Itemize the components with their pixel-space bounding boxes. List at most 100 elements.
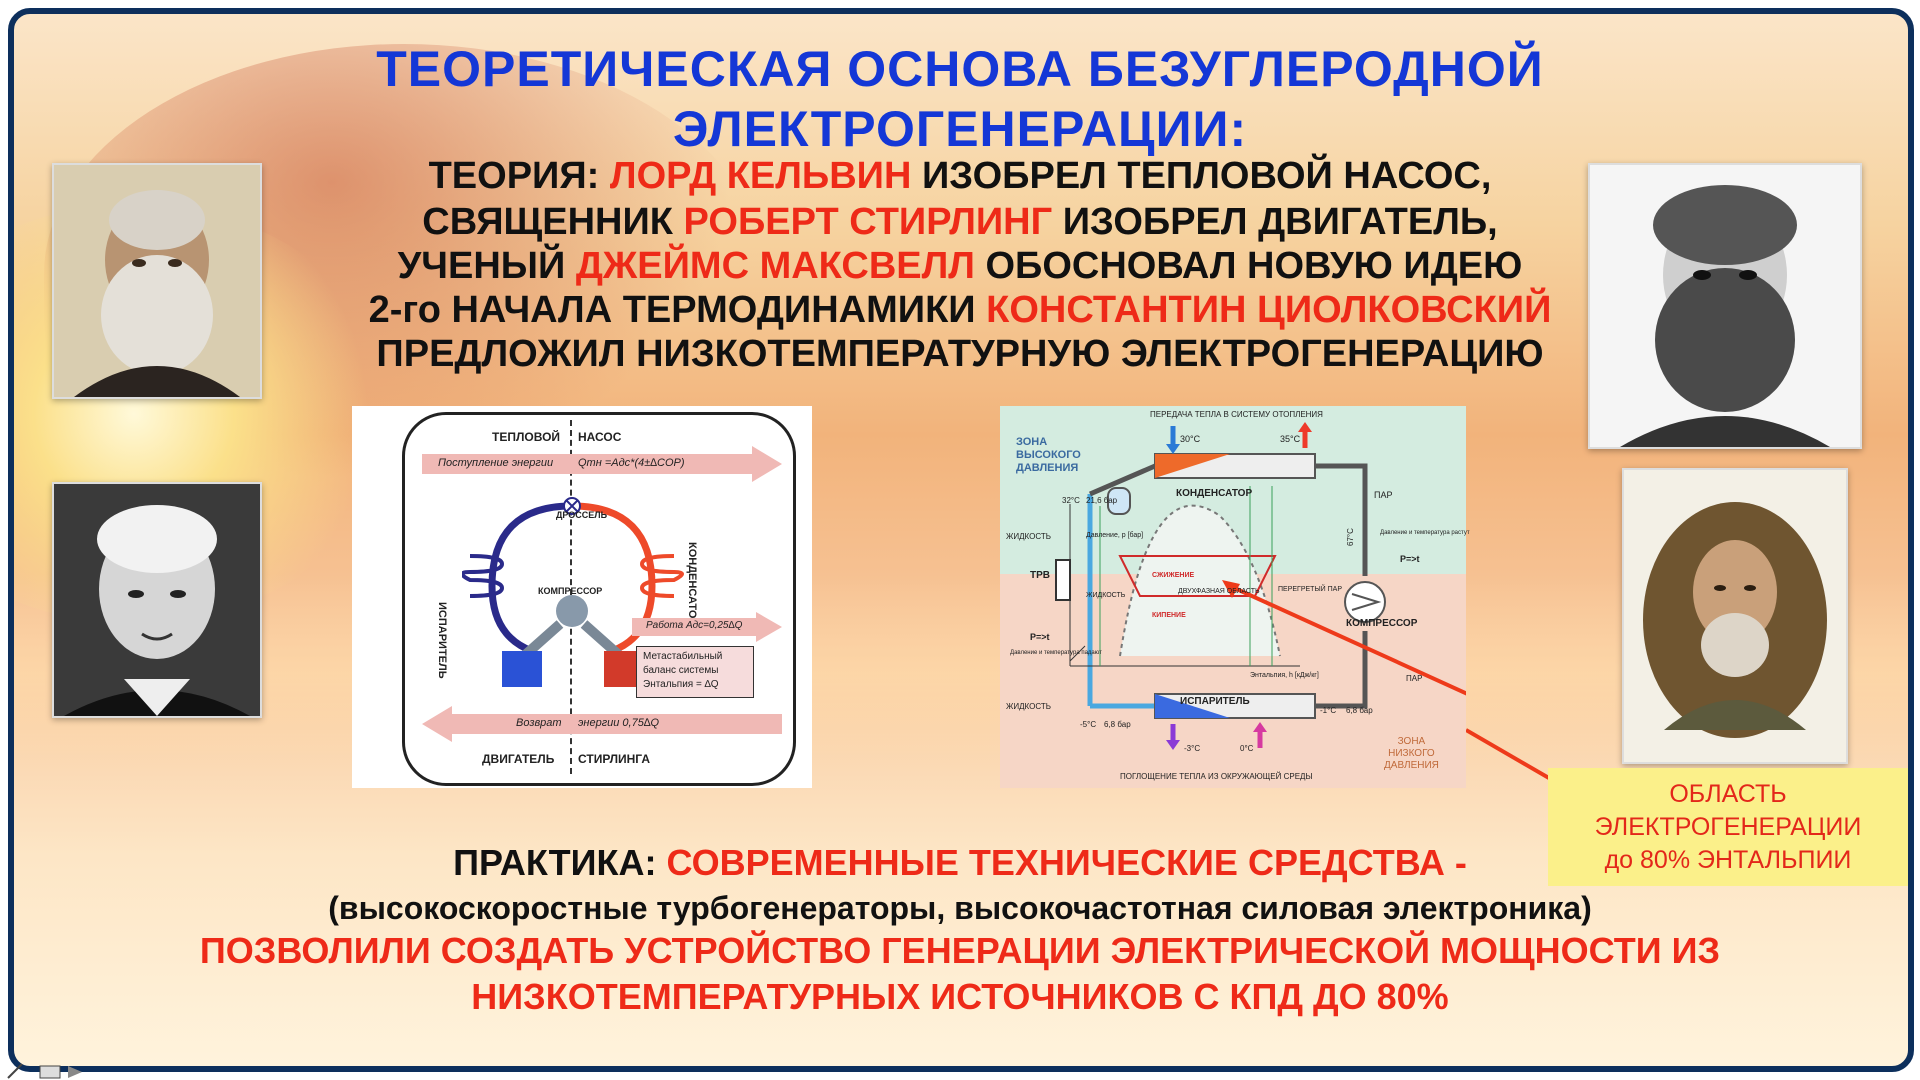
- practice-label: ПРАКТИКА:: [453, 842, 667, 883]
- portrait-stirling-image: [54, 484, 260, 716]
- portrait-tsiolkovsky: [1622, 468, 1848, 764]
- zone-low-line-1: ЗОНА: [1397, 736, 1426, 747]
- slideshow-controls[interactable]: [0, 1062, 110, 1080]
- temp-minus-3: -3°C: [1184, 744, 1201, 753]
- practice-line-1: ПРАКТИКА: СОВРЕМЕННЫЕ ТЕХНИЧЕСКИЕ СРЕДСТ…: [120, 842, 1800, 884]
- diagram-left-border: [402, 412, 796, 786]
- diagram-left-top-label-a: ТЕПЛОВОЙ: [492, 430, 561, 444]
- metastable-line-1: Метастабильный: [643, 651, 723, 662]
- steam-label-bottom: ПАР: [1406, 674, 1423, 683]
- next-icon[interactable]: [68, 1066, 82, 1078]
- portrait-kelvin: [52, 163, 262, 399]
- pen-icon[interactable]: [7, 1063, 23, 1079]
- theory-line-2: СВЯЩЕННИК РОБЕРТ СТИРЛИНГ ИЗОБРЕЛ ДВИГАТ…: [200, 201, 1720, 244]
- theory-name-kelvin: ЛОРД КЕЛЬВИН: [609, 155, 912, 197]
- pressure-temp-up: P=>t: [1400, 554, 1420, 564]
- energy-return-arrow: [422, 706, 782, 742]
- practice-line-4: НИЗКОТЕМПЕРАТУРНЫХ ИСТОЧНИКОВ С КПД ДО 8…: [471, 976, 1449, 1017]
- theory-line-4-a: 2-го НАЧАЛА ТЕРМОДИНАМИКИ: [368, 289, 987, 331]
- evaporator-label-right: ИСПАРИТЕЛЬ: [1180, 696, 1250, 707]
- pressure-axis-label: Давление, p [бар]: [1086, 532, 1144, 539]
- callout-line-2: ЭЛЕКТРОГЕНЕРАЦИИ: [1594, 813, 1862, 841]
- callout-arrow-line: [1466, 728, 1563, 787]
- zone-high-label: ЗОНА ВЫСОКОГО ДАВЛЕНИЯ: [1016, 436, 1081, 475]
- diagram-left-bottom-label-b: СТИРЛИНГА: [578, 752, 650, 766]
- theory-name-tsiolkovsky: КОНСТАНТИН ЦИОЛКОВСКИЙ: [986, 289, 1552, 331]
- temp-minus-1: -1°C: [1320, 706, 1337, 715]
- theory-name-stirling: РОБЕРТ СТИРЛИНГ: [683, 201, 1053, 243]
- pressure-6-8-left: 6,8 бар: [1104, 720, 1131, 729]
- liquid-region-label: ЖИДКОСТЬ: [1086, 592, 1126, 599]
- generation-area-callout: ОБЛАСТЬ ЭЛЕКТРОГЕНЕРАЦИИ до 80% ЭНТАЛЬПИ…: [1548, 768, 1908, 886]
- overheated-steam-label: ПЕРЕГРЕТЫЙ ПАР: [1278, 586, 1342, 593]
- theory-line-2-c: ИЗОБРЕЛ ДВИГАТЕЛЬ,: [1052, 201, 1498, 243]
- temp-minus-5: -5°C: [1080, 720, 1097, 729]
- background-sea: [14, 574, 1908, 774]
- work-label: Работа Адс=0,25∆Q: [646, 620, 743, 631]
- portrait-stirling: [52, 482, 262, 718]
- zone-low-line-3: ДАВЛЕНИЯ: [1384, 760, 1439, 771]
- two-phase-label: ДВУХФАЗНАЯ ОБЛАСТЬ: [1178, 588, 1260, 595]
- slide-title-line-1: ТЕОРЕТИЧЕСКАЯ ОСНОВА БЕЗУГЛЕРОДНОЙ: [376, 41, 1544, 97]
- liquid-label-top: ЖИДКОСТЬ: [1006, 532, 1051, 541]
- energy-formula: Qтн =Адс*(4±∆COP): [578, 457, 685, 469]
- callout-line-3: до 80% ЭНТАЛЬПИИ: [1604, 846, 1852, 874]
- zone-low-line-2: НИЗКОГО: [1388, 748, 1435, 759]
- slide-title-line-2: ЭЛЕКТРОГЕНЕРАЦИИ:: [672, 101, 1248, 157]
- diagram-heat-pump-stirling: ТЕПЛОВОЙ НАСОС Поступление энергии Qтн =…: [352, 406, 812, 788]
- temp-30: 30°C: [1180, 434, 1201, 444]
- zone-high-line-1: ЗОНА: [1016, 436, 1048, 448]
- refrigeration-schematic: [1055, 422, 1466, 750]
- throttle-label: ДРОССЕЛЬ: [556, 510, 608, 520]
- steam-label-top: ПАР: [1374, 490, 1393, 500]
- practice-headline: СОВРЕМЕННЫЕ ТЕХНИЧЕСКИЕ СРЕДСТВА -: [666, 842, 1467, 883]
- theory-line-3: УЧЕНЫЙ ДЖЕЙМС МАКСВЕЛЛ ОБОСНОВАЛ НОВУЮ И…: [200, 245, 1720, 288]
- boiling-label: КИПЕНИЕ: [1152, 612, 1186, 619]
- diagram-left-top-label-b: НАСОС: [578, 430, 622, 444]
- temp-67: 67°C: [1346, 528, 1355, 546]
- pressure-21-6: 21,6 бар: [1086, 496, 1118, 505]
- energy-return-label: Возврат: [516, 717, 562, 729]
- heat-transfer-label: ПЕРЕДАЧА ТЕПЛА В СИСТЕМУ ОТОПЛЕНИЯ: [1150, 410, 1323, 419]
- heat-absorb-label: ПОГЛОЩЕНИЕ ТЕПЛА ИЗ ОКРУЖАЮЩЕЙ СРЕДЫ: [1120, 772, 1313, 781]
- pressure-fall-note: Давление и температура падают: [1010, 650, 1102, 656]
- theory-line-1: ТЕОРИЯ: ЛОРД КЕЛЬВИН ИЗОБРЕЛ ТЕПЛОВОЙ НА…: [200, 155, 1720, 198]
- evaporator-label: ИСПАРИТЕЛЬ: [436, 602, 448, 679]
- work-arrow: [632, 612, 782, 642]
- practice-line-2: (высокоскоростные турбогенераторы, высок…: [328, 890, 1592, 926]
- menu-icon[interactable]: [39, 1065, 61, 1079]
- pressure-rise-note: Давление и температура растут: [1380, 530, 1470, 536]
- condensation-label: СЖИЖЕНИЕ: [1152, 572, 1195, 579]
- condenser-label-right: КОНДЕНСАТОР: [1176, 488, 1253, 499]
- theory-line-3-c: ОБОСНОВАЛ НОВУЮ ИДЕЮ: [974, 245, 1523, 287]
- theory-line-2-a: СВЯЩЕННИК: [422, 201, 684, 243]
- heat-pump-cycle: [462, 497, 684, 687]
- zone-high-line-2: ВЫСОКОГО: [1016, 449, 1081, 461]
- energy-in-label: Поступление энергии: [438, 457, 554, 469]
- liquid-label-bottom: ЖИДКОСТЬ: [1006, 702, 1051, 711]
- energy-return-value: энергии 0,75∆Q: [578, 717, 660, 729]
- portrait-tsiolkovsky-image: [1624, 470, 1846, 762]
- callout-line-1: ОБЛАСТЬ: [1669, 780, 1787, 808]
- theory-line-1-c: ИЗОБРЕЛ ТЕПЛОВОЙ НАСОС,: [911, 155, 1492, 197]
- compressor-label: КОМПРЕССОР: [538, 586, 603, 596]
- trv-label: ТРВ: [1030, 570, 1050, 581]
- theory-line-4: 2-го НАЧАЛА ТЕРМОДИНАМИКИ КОНСТАНТИН ЦИО…: [200, 289, 1720, 332]
- temp-32: 32°C: [1062, 496, 1080, 505]
- energy-in-arrow: [422, 446, 782, 482]
- temp-35: 35°C: [1280, 434, 1301, 444]
- metastable-line-2: баланс системы: [643, 665, 719, 676]
- zone-low-label: ЗОНА НИЗКОГО ДАВЛЕНИЯ: [1384, 736, 1439, 772]
- temp-0: 0°C: [1240, 744, 1254, 753]
- enthalpy-axis-label: Энтальпия, h [кДж/кг]: [1250, 672, 1319, 679]
- portrait-maxwell-image: [1590, 165, 1860, 447]
- metastable-box: Метастабильный баланс системы Энтальпия …: [636, 646, 754, 698]
- portrait-kelvin-image: [54, 165, 260, 397]
- portrait-maxwell: [1588, 163, 1862, 449]
- compressor-label-right: КОМПРЕССОР: [1346, 618, 1418, 629]
- theory-line-5: ПРЕДЛОЖИЛ НИЗКОТЕМПЕРАТУРНУЮ ЭЛЕКТРОГЕНЕ…: [376, 333, 1544, 375]
- theory-line-1-a: ТЕОРИЯ:: [428, 155, 610, 197]
- pressure-temp-down: P=>t: [1030, 632, 1050, 642]
- diagram-left-bottom-label-a: ДВИГАТЕЛЬ: [482, 752, 555, 766]
- pressure-6-8-right: 6,8 бар: [1346, 706, 1373, 715]
